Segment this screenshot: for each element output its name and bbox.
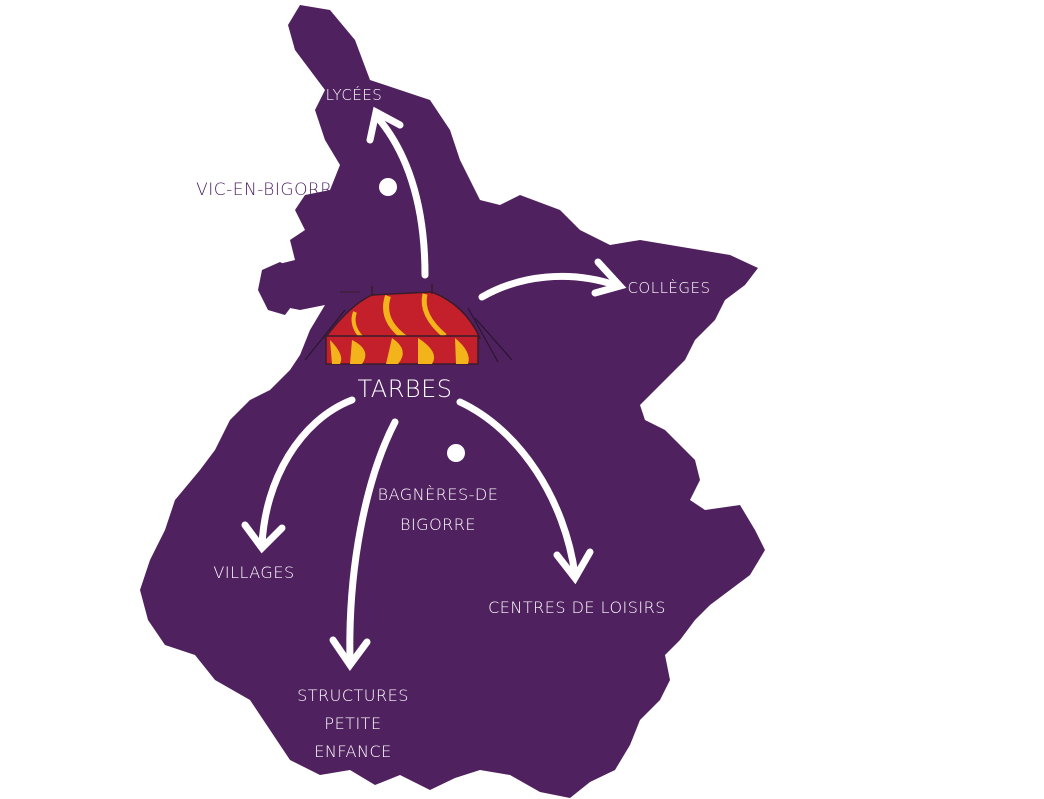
arrows [241, 106, 627, 672]
label-tarbes: TARBES [357, 375, 452, 403]
label-villages: VILLAGES [213, 563, 294, 582]
arrow-lycees [374, 114, 429, 279]
label-vic-en-bigorre: VIC-EN-BIGORRE [196, 180, 344, 200]
arrow-villages [258, 396, 356, 549]
arrow-colleges [478, 272, 619, 301]
arrow-centres [456, 398, 579, 579]
label-bagneres-line1: BAGNÈRES-DE [378, 485, 499, 504]
label-structures-line3: ENFANCE [314, 742, 392, 761]
label-lycees: LYCÉES [326, 85, 383, 104]
region-islet [258, 262, 300, 315]
label-structures-line2: PETITE [324, 714, 381, 733]
arrow-colleges-head [591, 258, 627, 297]
town-dot-icon [379, 178, 397, 196]
town-dot-icon [447, 444, 465, 462]
region-shape [140, 5, 765, 798]
arrow-villages-head [241, 521, 286, 554]
circus-tent-icon [304, 284, 513, 365]
arrow-structures [346, 418, 399, 664]
arrow-centres-head [553, 548, 594, 585]
label-colleges: COLLÈGES [627, 278, 710, 297]
arrow-lycees-head [366, 106, 404, 144]
arrow-structures-head [329, 636, 371, 672]
label-centres-de-loisirs: CENTRES DE LOISIRS [488, 598, 666, 617]
label-structures-line1: STRUCTURES [297, 686, 409, 705]
label-bagneres-line2: BIGORRE [400, 515, 476, 534]
